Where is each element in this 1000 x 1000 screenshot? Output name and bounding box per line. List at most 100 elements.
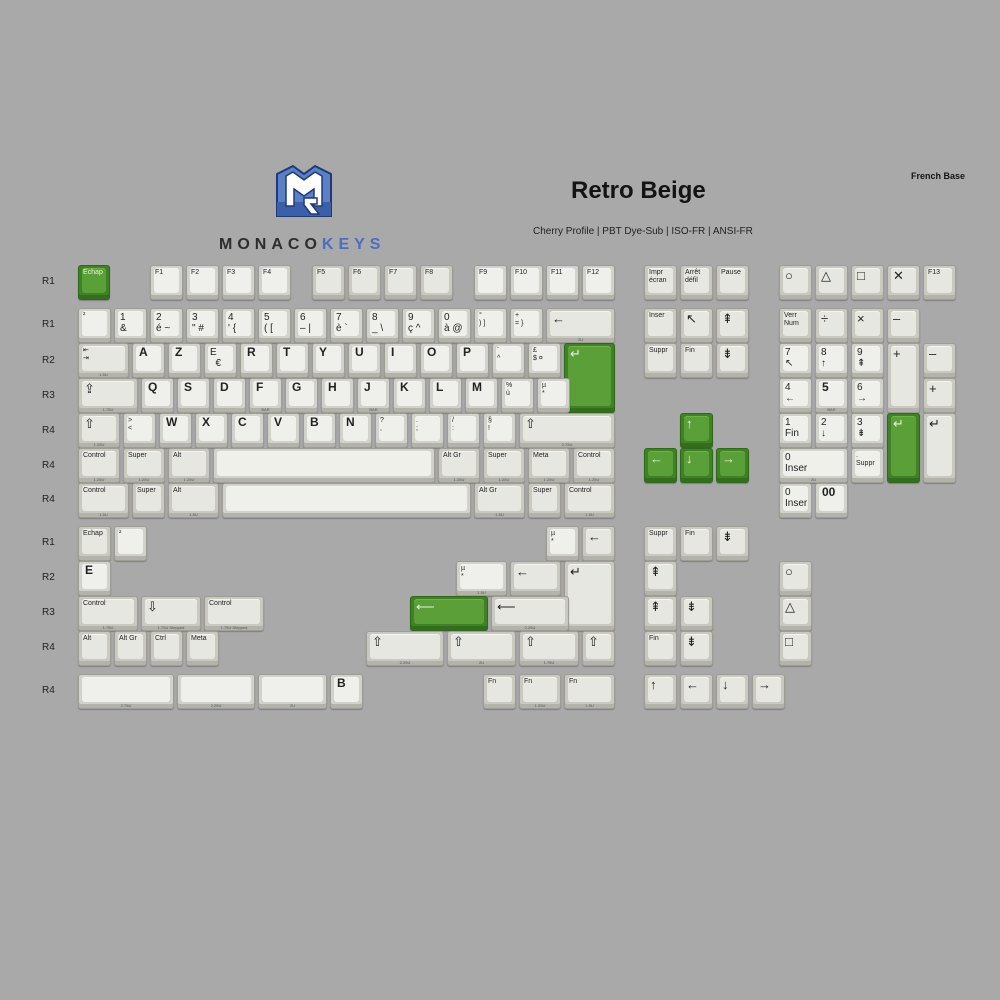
keycap-f10[interactable]: F10 (510, 265, 543, 300)
keycap-up-arrow[interactable]: ↑ (644, 674, 677, 709)
keycap-u[interactable]: U (348, 343, 381, 378)
keycap-enter[interactable]: ↵ (564, 561, 615, 631)
keycap-4[interactable]: 4 ' { (222, 308, 255, 343)
keycap-n[interactable]: N (339, 413, 372, 448)
keycap-circle[interactable]: ○ (779, 561, 812, 596)
keycap-e[interactable]: E € (204, 343, 237, 378)
keycap-8[interactable]: 8 _ \ (366, 308, 399, 343)
keycap-1[interactable]: 1 & (114, 308, 147, 343)
keycap-triangle[interactable]: △ (815, 265, 848, 300)
keycap-echap[interactable]: Echap (78, 265, 110, 300)
keycap-k[interactable]: K (393, 378, 426, 413)
keycap-blank[interactable] (213, 448, 435, 483)
keycap-enter[interactable]: ↵ (887, 413, 920, 483)
keycap-0[interactable]: 0 Inser (779, 483, 812, 518)
keycap-long-left-arrow[interactable]: ⟵2.25U (491, 596, 569, 631)
keycap-f8[interactable]: F8 (420, 265, 453, 300)
keycap-f1[interactable]: F1 (150, 265, 183, 300)
keycap-minus[interactable]: – (887, 308, 920, 343)
keycap-right-arrow[interactable]: → (716, 448, 749, 483)
keycap-left-arrow[interactable]: ← (510, 561, 561, 596)
keycap-minus[interactable]: – (923, 343, 956, 378)
keycap-shift[interactable]: ⇧2U (447, 631, 516, 666)
keycap-home[interactable]: ↖ (680, 308, 713, 343)
keycap-verr[interactable]: Verr Num (779, 308, 812, 343)
keycap-l[interactable]: L (429, 378, 462, 413)
keycap-symbol[interactable]: ? , (375, 413, 408, 448)
keycap-c[interactable]: C (231, 413, 264, 448)
keycap-8[interactable]: 8 ↑ (815, 343, 848, 378)
keycap-plus[interactable]: + (887, 343, 920, 413)
keycap-symbol[interactable]: ¨ ^ (492, 343, 525, 378)
keycap-triangle[interactable]: △ (779, 596, 812, 631)
keycap-m[interactable]: M (465, 378, 498, 413)
keycap-left-arrow[interactable]: ← (680, 674, 713, 709)
keycap-symbol[interactable]: µ * (546, 526, 579, 561)
keycap-symbol[interactable]: § ! (483, 413, 516, 448)
keycap-symbol[interactable]: ⇤ ⇥1.5U (78, 343, 129, 378)
keycap-symbol[interactable]: ° ) ] (474, 308, 507, 343)
keycap-blank[interactable]: 2U (258, 674, 327, 709)
keycap-q[interactable]: Q (141, 378, 174, 413)
keycap-f2[interactable]: F2 (186, 265, 219, 300)
keycap-superscript-two[interactable]: ² (114, 526, 147, 561)
keycap-page-up[interactable]: ⇞ (644, 561, 677, 596)
keycap-symbol[interactable]: / : (447, 413, 480, 448)
keycap-symbol[interactable]: . Suppr (851, 448, 884, 483)
keycap-shift[interactable]: ⇧1.25U (78, 413, 120, 448)
keycap-x[interactable]: X (195, 413, 228, 448)
keycap-f11[interactable]: F11 (546, 265, 579, 300)
keycap-1[interactable]: 1 Fin (779, 413, 812, 448)
keycap-f13[interactable]: F13 (923, 265, 956, 300)
keycap-left-arrow[interactable]: ← (644, 448, 677, 483)
keycap-blank[interactable]: 2.25U (177, 674, 255, 709)
keycap-p[interactable]: P (456, 343, 489, 378)
keycap-caps-lock[interactable]: ⇪1.75U (78, 378, 138, 413)
keycap-page-down[interactable]: ⇟ (680, 596, 713, 631)
keycap-g[interactable]: G (285, 378, 318, 413)
keycap-h[interactable]: H (321, 378, 354, 413)
keycap-shift[interactable]: ⇧2.75U (519, 413, 615, 448)
keycap-e[interactable]: E (78, 561, 111, 596)
keycap-4[interactable]: 4 ← (779, 378, 812, 413)
keycap-3[interactable]: 3 " # (186, 308, 219, 343)
keycap-inser[interactable]: Inser (644, 308, 677, 343)
keycap-6[interactable]: 6 → (851, 378, 884, 413)
keycap-super[interactable]: Super (528, 483, 561, 518)
keycap-down-arrow[interactable]: ↓ (680, 448, 713, 483)
keycap-circle[interactable]: ○ (779, 265, 812, 300)
keycap-t[interactable]: T (276, 343, 309, 378)
keycap-right-arrow[interactable]: → (752, 674, 785, 709)
keycap-f9[interactable]: F9 (474, 265, 507, 300)
keycap-arr-t[interactable]: Arrêt défil (680, 265, 713, 300)
keycap-o[interactable]: O (420, 343, 453, 378)
keycap-symbol[interactable]: > < (123, 413, 156, 448)
keycap-f3[interactable]: F3 (222, 265, 255, 300)
keycap-9[interactable]: 9 ç ^ (402, 308, 435, 343)
keycap-symbol[interactable]: . ; (411, 413, 444, 448)
keycap-i[interactable]: I (384, 343, 417, 378)
keycap-f6[interactable]: F6 (348, 265, 381, 300)
keycap-up-arrow[interactable]: ↑ (680, 413, 713, 448)
keycap-pause[interactable]: Pause (716, 265, 749, 300)
keycap-f12[interactable]: F12 (582, 265, 615, 300)
keycap-suppr[interactable]: Suppr (644, 343, 677, 378)
keycap-7[interactable]: 7 è ` (330, 308, 363, 343)
keycap-symbol[interactable]: £ $ ¤ (528, 343, 561, 378)
keycap-symbol[interactable]: µ *1.5U (456, 561, 507, 596)
keycap-cross[interactable]: ✕ (887, 265, 920, 300)
keycap-2[interactable]: 2 é ~ (150, 308, 183, 343)
